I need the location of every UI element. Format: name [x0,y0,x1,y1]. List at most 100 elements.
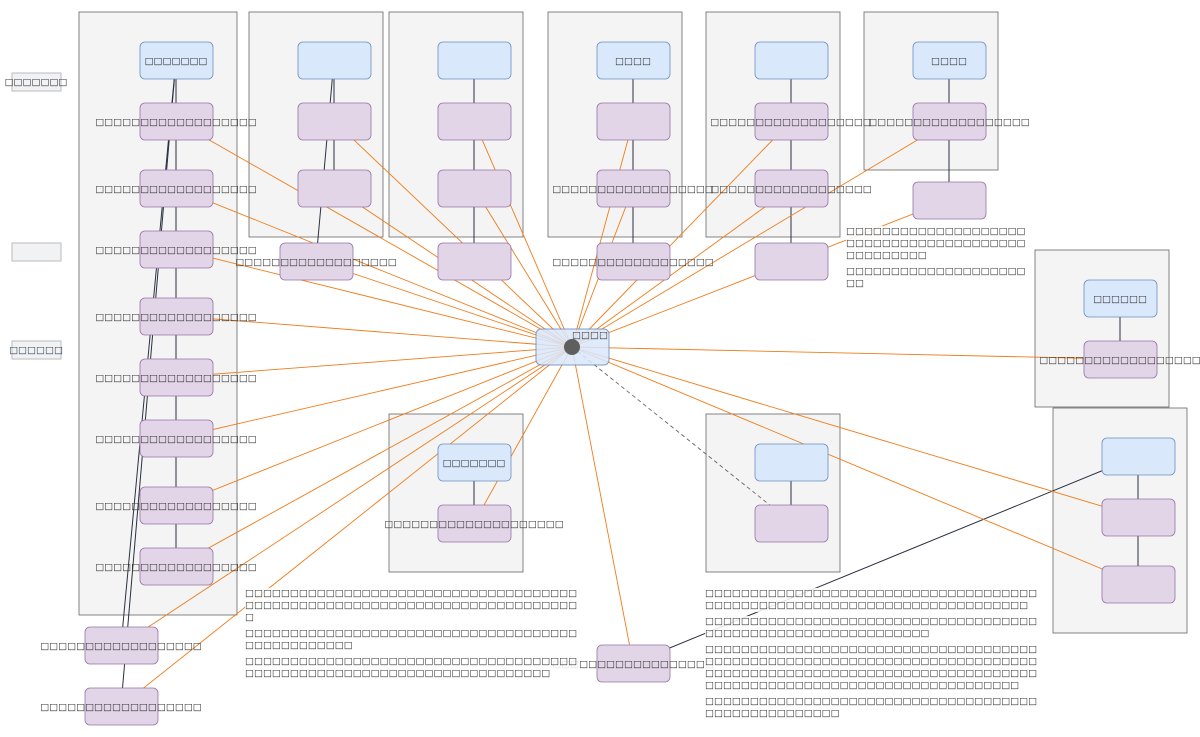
process-node[interactable] [596,644,671,683]
process-node[interactable] [754,169,829,208]
process-node[interactable] [139,102,214,141]
legend-label: □□□□□□□ [5,77,68,88]
hub-edge [571,120,634,348]
process-node[interactable] [437,504,512,543]
hub-edge [175,315,573,348]
process-node[interactable] [297,102,372,141]
hub-edge [175,120,573,348]
legend-box [11,72,62,92]
edge-label: □□□□□□□□□□□□□□□□□□□□□□□□□□□□□□□□□□□□□□□□… [846,226,1028,262]
hub-edge [571,187,792,348]
process-node[interactable] [1101,565,1176,604]
hub-edge [175,248,573,348]
hub-edge [120,346,573,707]
process-node[interactable] [139,230,214,269]
start-node[interactable] [1083,279,1158,318]
hub-edge [473,187,573,348]
start-node[interactable] [437,443,512,482]
node-label: □□□□□□□□□□□□□□□□□□ [95,562,257,573]
node-label: □□□□□□□□□□□□□□□□□□ [552,257,714,268]
node-label: □□□□□□□□□□□□□□□□□□ [710,184,872,195]
start-node[interactable] [437,41,512,80]
hub-label: □□□□ [572,330,608,341]
dashed-edge [571,346,792,523]
node-label: □□□□ [931,56,967,67]
hub-dot [564,339,580,355]
start-node[interactable] [139,41,214,80]
node-label: □□□□□□□□□□□□□□□□□□ [95,184,257,195]
process-node[interactable] [84,687,159,726]
hub-edge [175,346,573,378]
process-node[interactable] [139,419,214,458]
process-node[interactable] [139,358,214,397]
start-node[interactable] [912,41,987,80]
node-label: □□□□□□□□□□□□□□□□□□ [235,257,397,268]
process-node[interactable] [437,102,512,141]
process-node[interactable] [1101,498,1176,537]
node-label: □□□□□□ [1093,294,1147,305]
hub-edge [571,346,1139,585]
node-label: □□□□□□□□□□□□□□□□□□ [710,117,872,128]
node-label: □□□□□□□□□□□□□□□□□□ [552,659,714,670]
process-node[interactable] [754,242,829,281]
node-label: □□□□□□□□□□□□□□□□□□ [868,117,1030,128]
node-label: □□□□□□□□□□□□□□□□□□ [95,501,257,512]
node-label: □□□□ [615,56,651,67]
process-node[interactable] [437,242,512,281]
edge-label: □□□□□□□□□□□□□□□□□□□□□□□□□□□□□□□□□□□□□□□□… [245,588,580,624]
process-node[interactable] [437,169,512,208]
start-node[interactable] [596,41,671,80]
hub-edge [315,260,573,348]
node-label: □□□□□□□ [443,458,506,469]
node-label: □□□□□□□□□□□□□□□□□□ [95,434,257,445]
node-label: □□□□□□□□□□□□□□□□□□□□ [384,519,564,530]
hub-edge [175,346,573,439]
edge-label: □□□□□□□□□□□□□□□□□□□□□□□□□□□□□□□□□□□□□□□□… [705,588,1045,612]
node-label: □□□□□□□□□□□□□□□□□□ [95,245,257,256]
start-node[interactable] [754,41,829,80]
hub-edge [473,120,573,348]
node-label: □□□□□□□□□□□□□□□□□□ [1039,355,1200,366]
start-node[interactable] [1101,437,1176,476]
process-node[interactable] [912,181,987,220]
node-label: □□□□□□□ [145,56,208,67]
edge-label: □□□□□□□□□□□□□□□□□□□□□□□□□□□□□□□□□□□□□□□□… [245,656,580,680]
process-node[interactable] [754,504,829,543]
legend-label: □□□□□□ [9,345,63,356]
hub-edge [333,120,573,348]
process-node[interactable] [596,102,671,141]
hub-edge [571,120,792,348]
process-node[interactable] [279,242,354,281]
cluster-7 [1034,249,1170,408]
process-node[interactable] [139,297,214,336]
start-node[interactable] [297,41,372,80]
hub-edge [120,346,573,646]
node-label: □□□□□□□□□□□□□□□□□□ [40,702,202,713]
hub-edge [571,120,950,348]
legend-box [11,340,62,360]
edge-label-group-right: □□□□□□□□□□□□□□□□□□□□□□□□□□□□□□□□□□□□□□□□… [705,588,1045,720]
node-label: □□□□□□□□□□□□□□□□□□ [552,184,714,195]
process-node[interactable] [139,486,214,525]
process-node[interactable] [912,102,987,141]
process-node[interactable] [754,102,829,141]
cluster-6 [863,11,999,171]
hub-edge [473,346,573,524]
process-node[interactable] [596,169,671,208]
edge-label-group-left: □□□□□□□□□□□□□□□□□□□□□□□□□□□□□□□□□□□□□□□□… [245,588,580,680]
edge-label: □□□□□□□□□□□□□□□□□□□□□□□□□□□□□□□□□□□□□□□□… [705,644,1045,692]
legend-box [11,242,62,262]
process-node[interactable] [1083,340,1158,379]
edge-label-group-right-middle: □□□□□□□□□□□□□□□□□□□□□□□□□□□□□□□□□□□□□□□□… [846,226,1028,290]
hub-edge [571,346,1121,360]
cluster-9 [705,413,841,573]
process-node[interactable] [596,242,671,281]
process-node[interactable] [84,626,159,665]
edge-label: □□□□□□□□□□□□□□□□□□□□□□□□□□□□□□□□□□□□□□□□… [705,616,1045,640]
process-node[interactable] [139,169,214,208]
process-node[interactable] [297,169,372,208]
process-node[interactable] [139,547,214,586]
start-node[interactable] [754,443,829,482]
edge-label: □□□□□□□□□□□□□□□□□□□□□□□□□□□□□□□□□□□□□□□□… [245,628,580,652]
